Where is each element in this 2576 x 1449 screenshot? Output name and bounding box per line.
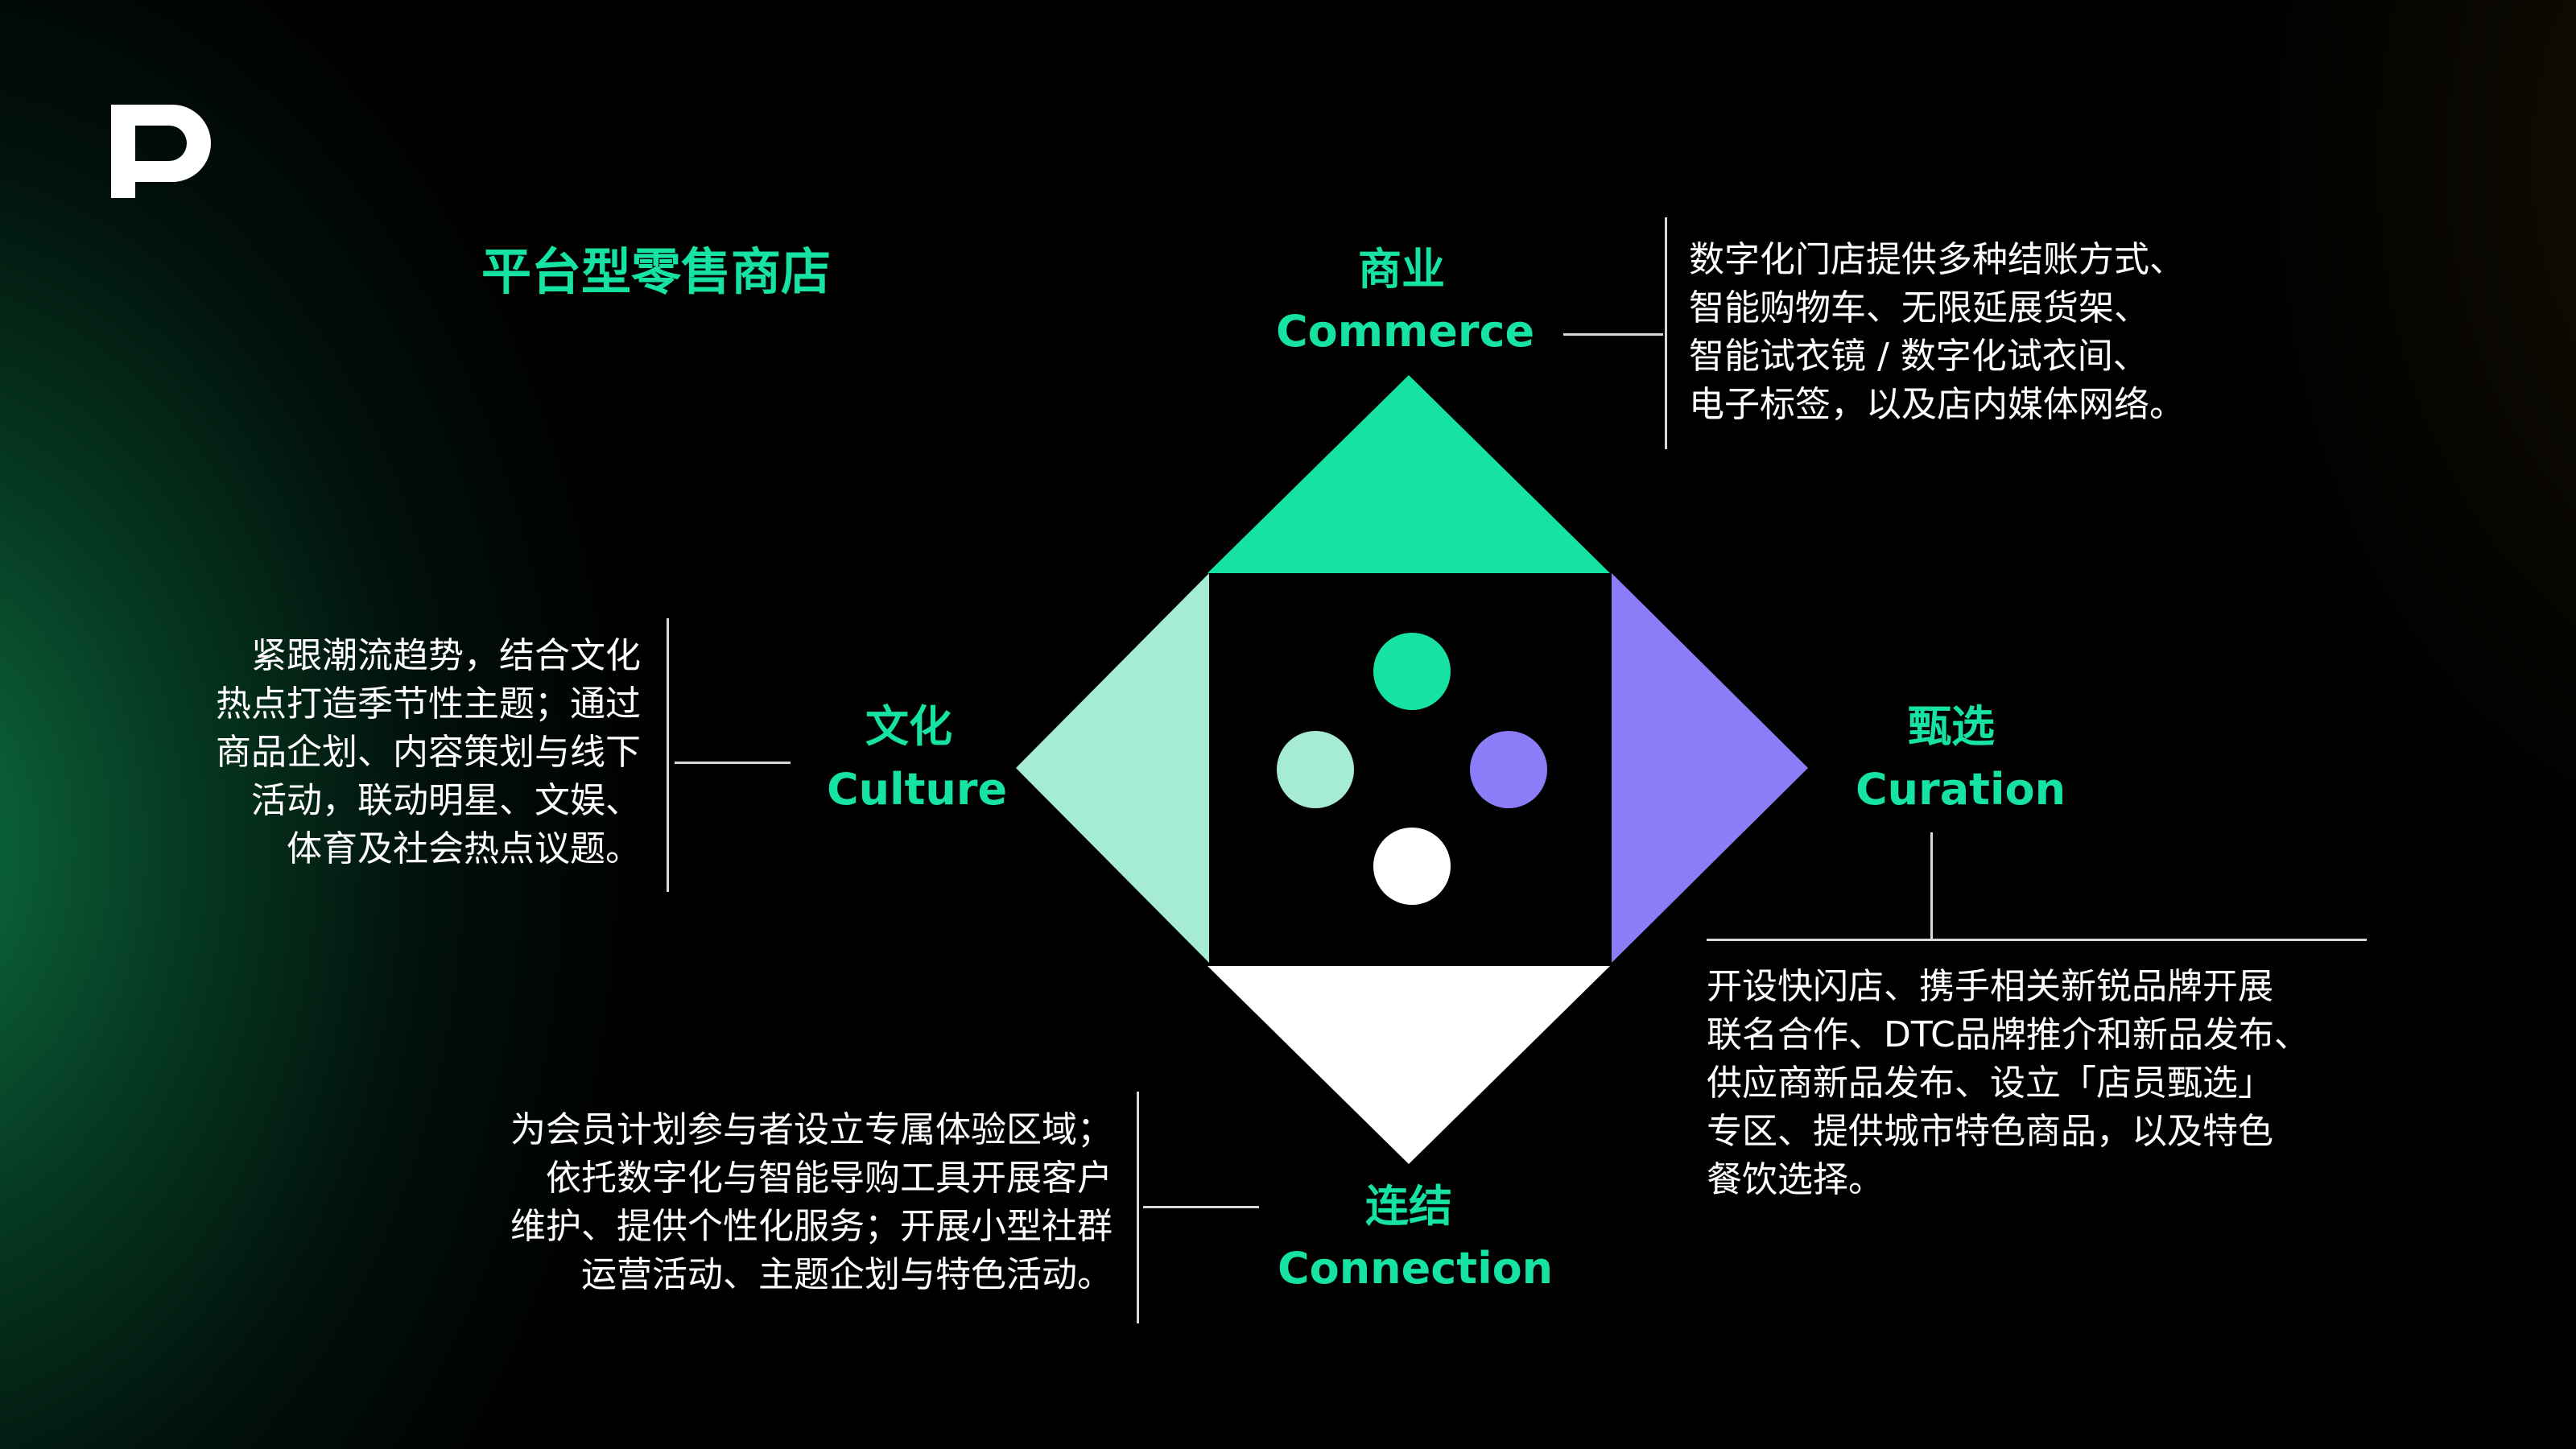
culture-divider [667, 618, 669, 892]
connection-divider [1137, 1092, 1139, 1323]
curation-label-zh: 甄选 [1908, 701, 1995, 752]
connection-label-en: Connection [1278, 1243, 1554, 1294]
commerce-triangle [1208, 375, 1610, 573]
commerce-description: 数字化门店提供多种结账方式、 智能购物车、无限延展货架、 智能试衣镜 / 数字化… [1689, 239, 2185, 425]
culture-label-zh: 文化 [865, 701, 952, 752]
dot-culture [1277, 731, 1354, 808]
commerce-connector [1563, 333, 1663, 336]
culture-description: 紧跟潮流趋势，结合文化 热点打造季节性主题；通过 商品企划、内容策划与线下 活动… [216, 635, 641, 869]
dot-curation [1470, 731, 1547, 808]
culture-triangle [1016, 573, 1209, 963]
curation-description: 开设快闪店、携手相关新锐品牌开展 联名合作、DTC品牌推介和新品发布、 供应商新… [1707, 966, 2310, 1200]
dot-connection [1373, 828, 1451, 905]
connection-triangle [1208, 966, 1610, 1164]
connection-description: 为会员计划参与者设立专属体验区域； 依托数字化与智能导购工具开展客户 维护、提供… [510, 1109, 1113, 1295]
page-title: 平台型零售商店 [481, 242, 832, 301]
curation-triangle [1612, 573, 1808, 963]
curation-divider [1707, 939, 2367, 941]
logo-p-icon [111, 105, 211, 198]
connection-connector [1143, 1206, 1259, 1208]
dot-commerce [1373, 633, 1451, 710]
curation-label-en: Curation [1856, 764, 2066, 815]
culture-connector [675, 762, 791, 764]
connection-label-zh: 连结 [1365, 1181, 1452, 1232]
commerce-label-en: Commerce [1276, 306, 1535, 357]
framework-diamond [1016, 375, 1808, 1164]
commerce-divider [1665, 217, 1667, 449]
commerce-label-zh: 商业 [1358, 244, 1445, 295]
culture-label-en: Culture [827, 764, 1008, 815]
curation-connector [1930, 832, 1933, 940]
